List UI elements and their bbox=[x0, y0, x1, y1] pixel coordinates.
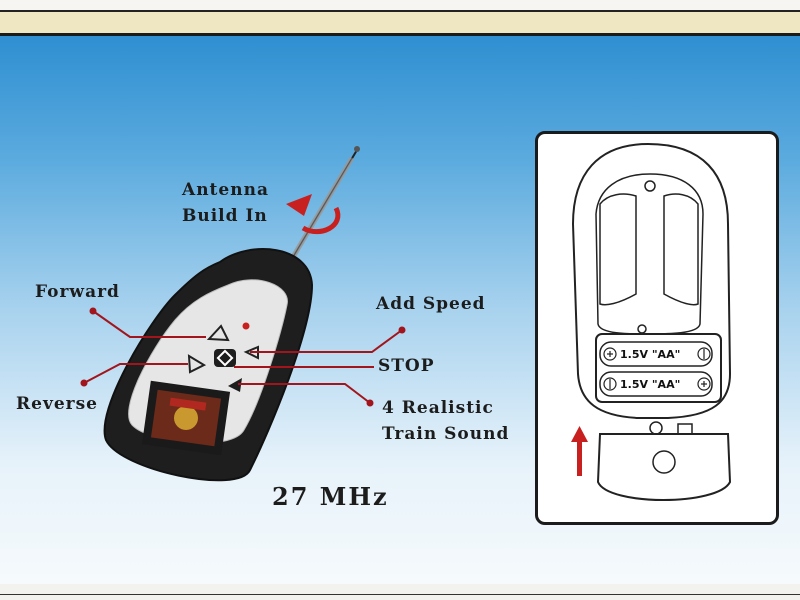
battery-cover bbox=[596, 433, 732, 501]
bottom-rule bbox=[0, 594, 800, 595]
battery-2: 1.5V "AA" bbox=[599, 371, 713, 397]
forward-label: Forward bbox=[35, 282, 120, 302]
cream-band bbox=[0, 10, 800, 34]
battery-1: 1.5V "AA" bbox=[599, 341, 713, 367]
callout-dots bbox=[80, 307, 406, 407]
reverse-label: Reverse bbox=[16, 394, 98, 414]
battery-diagram: 1.5V "AA" 1.5V "AA" bbox=[571, 142, 732, 501]
add-speed-label: Add Speed bbox=[376, 294, 486, 314]
train-image-screen bbox=[141, 380, 231, 456]
battery-1-label: 1.5V "AA" bbox=[620, 348, 680, 361]
frequency-label: 27 MHz bbox=[272, 482, 389, 511]
stop-label: STOP bbox=[378, 356, 435, 376]
up-arrow-icon bbox=[571, 426, 588, 476]
control-buttons bbox=[187, 324, 259, 392]
sound-button-icon bbox=[228, 378, 242, 392]
stop-button-icon bbox=[216, 349, 234, 367]
callout-lines bbox=[83, 310, 403, 404]
battery-2-label: 1.5V "AA" bbox=[620, 378, 680, 391]
sound-callout bbox=[238, 383, 371, 404]
reverse-callout bbox=[83, 363, 188, 384]
antenna-label: Antenna bbox=[182, 180, 269, 200]
battery-diagram-box: 1.5V "AA" 1.5V "AA" bbox=[535, 131, 779, 525]
train-sound-label-line1: 4 Realistic bbox=[382, 398, 494, 418]
reverse-button-icon bbox=[187, 354, 207, 374]
antenna-rod bbox=[287, 146, 360, 264]
build-in-label: Build In bbox=[182, 206, 268, 226]
bottom-margin bbox=[0, 584, 800, 600]
train-sound-label-line2: Train Sound bbox=[382, 424, 510, 444]
forward-callout bbox=[92, 310, 206, 338]
indicator-led bbox=[242, 322, 250, 330]
add-speed-callout bbox=[250, 329, 403, 353]
rotate-arrow-icon bbox=[286, 194, 341, 235]
top-margin bbox=[0, 0, 800, 10]
forward-button-icon bbox=[206, 324, 230, 342]
